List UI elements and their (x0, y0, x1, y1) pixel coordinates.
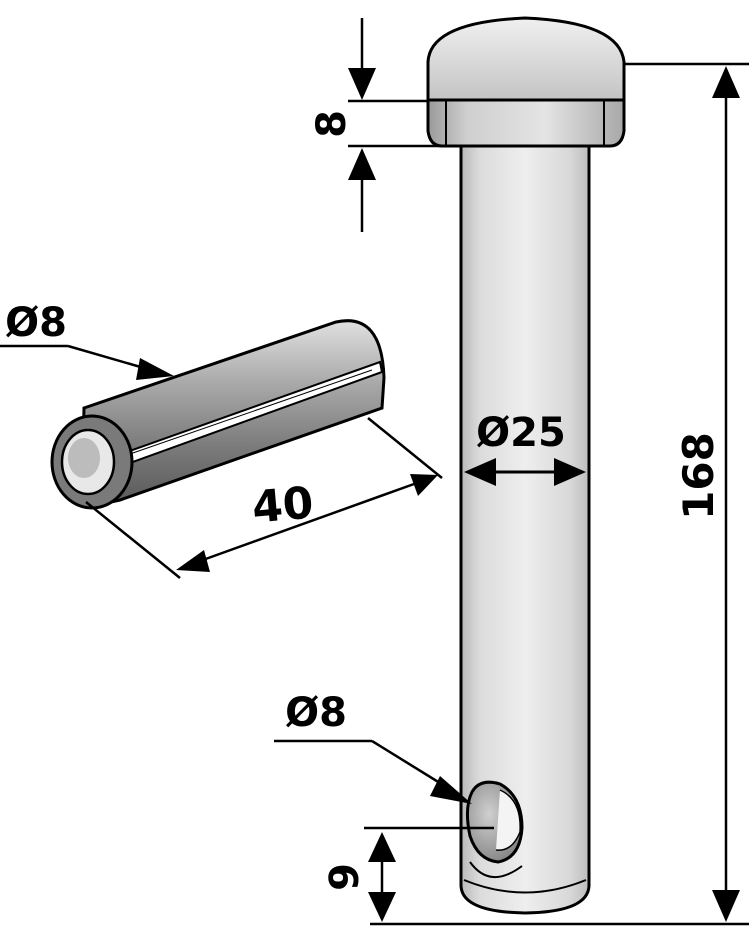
bore-shadow (68, 438, 100, 478)
roll-pin-length-dimension: 40 (85, 417, 443, 579)
slit-line (129, 369, 373, 455)
roll-pin-diameter-callout: Ø8 (0, 300, 174, 380)
hole-diameter-label: Ø8 (285, 690, 347, 736)
pin-shaft (459, 144, 591, 915)
pin-diameter-dimension: Ø25 (464, 410, 586, 486)
pin-head-collar (426, 98, 626, 148)
hole-offset-label: 9 (322, 863, 368, 891)
head-height-label: 8 (309, 110, 355, 138)
roll-pin-diameter-label: Ø8 (5, 300, 67, 346)
pin-head-dome (426, 16, 626, 102)
pin-bottom-chamfer (463, 879, 587, 894)
roll-pin-length-label: 40 (250, 477, 315, 533)
head-height-dimension: 8 (309, 18, 461, 232)
roll-pin (50, 319, 386, 510)
hole-offset-dimension: 9 (322, 826, 494, 922)
pin-diameter-label: Ø25 (476, 410, 566, 456)
total-length-label: 168 (674, 432, 723, 520)
hole-diameter-callout: Ø8 (274, 690, 472, 804)
cross-hole (465, 780, 524, 879)
clevis-pin (426, 16, 626, 915)
total-length-dimension: 168 (370, 62, 749, 926)
